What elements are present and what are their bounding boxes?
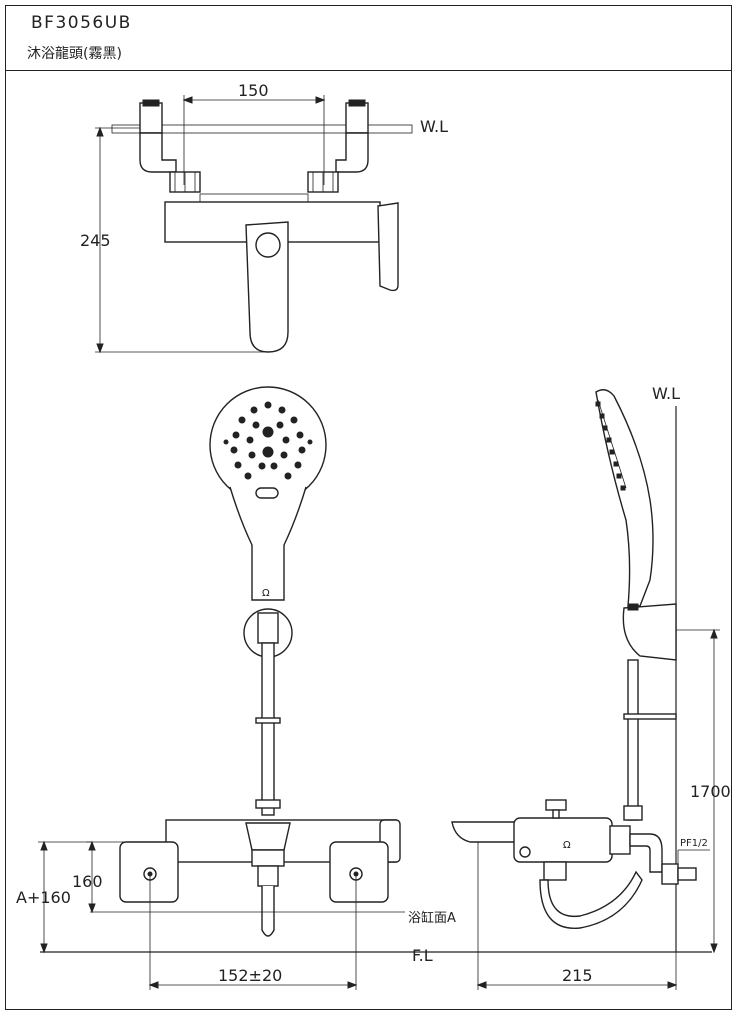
front-view: Ω 浴缸面A F.L (16, 386, 712, 990)
tub-surface-label: 浴缸面A (408, 910, 456, 926)
spray-nozzles (223, 401, 313, 480)
spout-top (245, 221, 289, 353)
slide-rail (261, 642, 275, 816)
left-elbow (139, 132, 177, 173)
rail-base-side (623, 805, 643, 821)
title-block: BF3056UB 沐浴龍頭(霧黑) (5, 5, 732, 71)
dim-text-1700: 1700 (690, 782, 731, 801)
hose-nut (257, 865, 279, 887)
diverter-side (545, 799, 567, 811)
connector-nut-side (609, 825, 631, 855)
rail-clip-side (623, 713, 677, 720)
bridge-rod (199, 193, 309, 203)
hose-loop-side (539, 870, 643, 929)
water-line-label-top: W.L (420, 117, 448, 136)
thread-stub (677, 867, 697, 881)
side-view: W.L (451, 384, 731, 990)
hose-nut-side (543, 861, 567, 881)
side-nozzles (595, 401, 626, 491)
shower-handle (229, 486, 307, 601)
shower-head-side (595, 389, 654, 607)
spout-outlet (255, 232, 281, 258)
dim-text-215: 215 (562, 966, 593, 985)
dim-text-160: 160 (72, 872, 103, 891)
holder-side (622, 603, 677, 661)
wall-plate (111, 124, 413, 134)
dim-text-245: 245 (80, 231, 111, 250)
right-inlet-stub (345, 102, 369, 134)
diverter-knob (245, 822, 291, 851)
left-inlet-stub (139, 102, 163, 134)
spout-side (451, 821, 517, 843)
rail-side (627, 659, 639, 821)
rail-clip (255, 717, 281, 724)
top-view: W.L (80, 81, 448, 354)
elbow-side (629, 833, 663, 873)
left-inlet-cap (142, 99, 160, 107)
thread-label: PF1/2 (680, 838, 708, 849)
product-name: 沐浴龍頭(霧黑) (27, 46, 122, 62)
spout-front (261, 886, 275, 937)
lever-handle-top (377, 202, 399, 292)
brand-mark-side: Ω (563, 840, 571, 851)
rail-base (255, 799, 281, 809)
right-elbow (335, 132, 369, 173)
brand-mark-head: Ω (262, 588, 270, 599)
dim-text-150: 150 (238, 81, 269, 100)
drawing-frame (5, 5, 732, 1010)
dim-text-152: 152±20 (218, 966, 282, 985)
right-inlet-cap (348, 99, 366, 107)
dim-text-a160: A+160 (16, 888, 71, 907)
water-line-label-side: W.L (652, 384, 680, 403)
model-number: BF3056UB (31, 13, 132, 33)
mode-button (255, 487, 279, 499)
holder-clamp (257, 612, 279, 644)
hose-adapter (251, 849, 285, 867)
wall-fitting-side (661, 863, 679, 885)
floor-line-label: F.L (412, 946, 433, 965)
